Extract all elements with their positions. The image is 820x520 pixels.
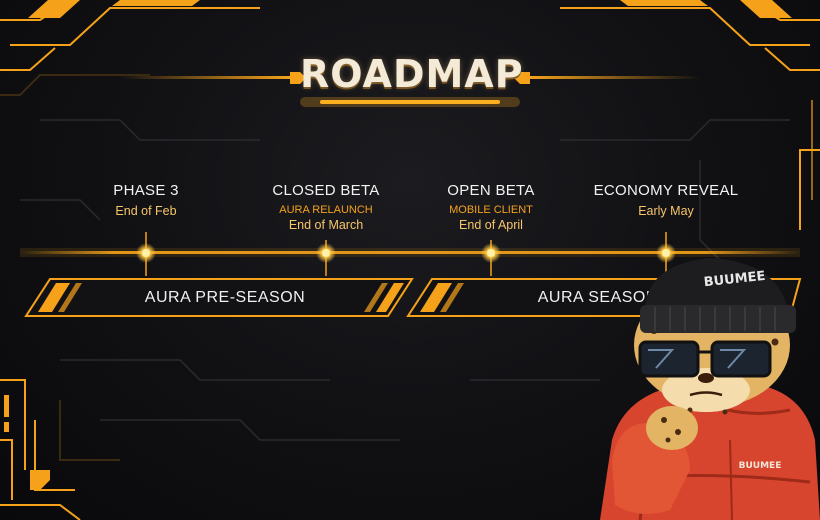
season-label-preseason: AURA PRE-SEASON [144, 289, 306, 306]
milestone-date: End of April [459, 218, 523, 232]
milestone-subtitle: AURA RELAUNCH [279, 204, 373, 216]
milestone-economy-reveal: ECONOMY REVEAL Early May [576, 182, 756, 218]
season-label-season-1: AURA SEASON 1 [537, 289, 673, 306]
milestone-name: PHASE 3 [113, 182, 179, 199]
jacket-logo-text: BUUMEE [739, 461, 782, 471]
page-title: ROADMAP [300, 52, 524, 96]
milestone-phase-3: PHASE 3 End of Feb [56, 182, 236, 218]
milestone-closed-beta: CLOSED BETA AURA RELAUNCH End of March [236, 182, 416, 232]
milestone-date: Early May [638, 204, 694, 218]
milestone-name: OPEN BETA [447, 182, 535, 199]
season-bar-preseason [24, 278, 414, 317]
milestone-name: CLOSED BETA [272, 182, 380, 199]
milestone-dots [136, 243, 676, 263]
milestone-name: ECONOMY REVEAL [593, 182, 739, 199]
milestone-open-beta: OPEN BETA MOBILE CLIENT End of April [401, 182, 581, 232]
milestone-subtitle: MOBILE CLIENT [449, 204, 533, 216]
sunglasses [638, 340, 772, 378]
milestone-date: End of March [288, 218, 364, 232]
beanie-logo-text: BUUMEE [703, 269, 766, 290]
milestone-date: End of Feb [115, 204, 177, 218]
